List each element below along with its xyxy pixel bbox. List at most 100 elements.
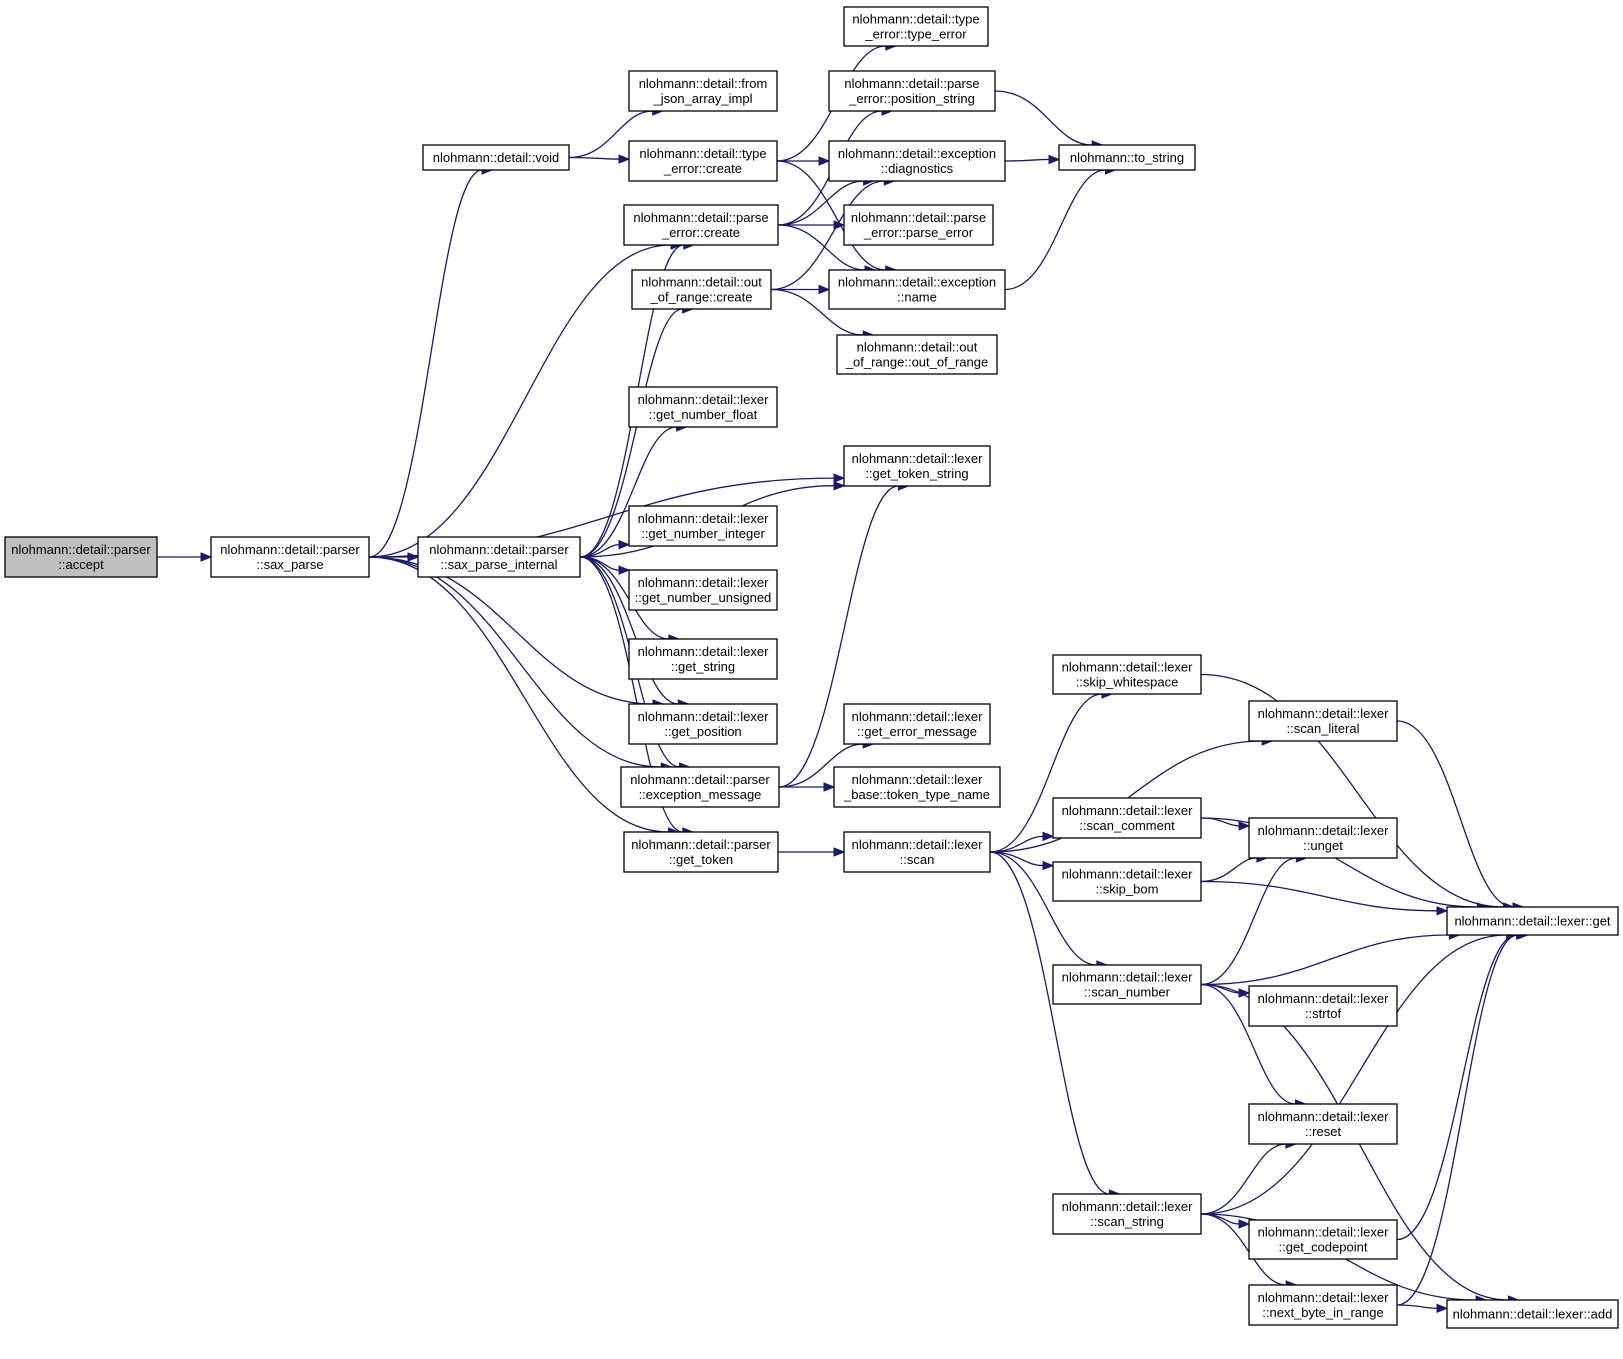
node-sax-parse[interactable]: nlohmann::detail::parser::sax_parse bbox=[210, 536, 370, 578]
node-scan[interactable]: nlohmann::detail::lexer::scan bbox=[843, 831, 991, 873]
edge-line bbox=[568, 110, 653, 159]
edge-line bbox=[1200, 934, 1450, 986]
edge-line bbox=[776, 160, 886, 271]
node-label-line: nlohmann::detail::parser bbox=[220, 542, 360, 557]
node-parse-error-parse-error[interactable]: nlohmann::detail::parse_error::parse_err… bbox=[843, 204, 994, 246]
node-get-number-integer[interactable]: nlohmann::detail::lexer::get_number_inte… bbox=[628, 505, 778, 547]
node-void[interactable]: nlohmann::detail::void bbox=[422, 144, 570, 171]
node-get-number-unsigned[interactable]: nlohmann::detail::lexer::get_number_unsi… bbox=[628, 569, 778, 611]
node-label-line: nlohmann::detail::parser bbox=[630, 772, 770, 787]
node-skip-whitespace[interactable]: nlohmann::detail::lexer::skip_whitespace bbox=[1052, 654, 1202, 695]
node-label-line: nlohmann::detail::out bbox=[641, 275, 762, 290]
call-edge-scan-to-scan_string bbox=[989, 851, 1121, 1199]
node-parse-error-position-string[interactable]: nlohmann::detail::parse_error::position_… bbox=[828, 70, 996, 112]
edge-line bbox=[1200, 983, 1296, 1105]
node-type-error-create[interactable]: nlohmann::detail::type_error::create bbox=[628, 140, 778, 182]
node-exception-message[interactable]: nlohmann::detail::parser::exception_mess… bbox=[620, 766, 780, 808]
node-accept[interactable]: nlohmann::detail::parser::accept bbox=[4, 536, 158, 578]
edge-line bbox=[1396, 934, 1518, 1306]
edge-arrowhead bbox=[823, 782, 836, 792]
node-box bbox=[833, 766, 1001, 808]
node-label-line: ::scan_string bbox=[1090, 1214, 1164, 1229]
node-next-byte-in-range[interactable]: nlohmann::detail::lexer::next_byte_in_ra… bbox=[1248, 1284, 1398, 1326]
edge-arrowhead bbox=[818, 284, 831, 295]
node-box bbox=[843, 6, 989, 47]
node-label-line: nlohmann::detail::lexer::add bbox=[1453, 1307, 1613, 1322]
node-label-line: nlohmann::detail::out bbox=[857, 340, 978, 355]
call-edge-scan_number-to-lexer_get bbox=[1200, 930, 1461, 986]
node-label-line: ::get_codepoint bbox=[1279, 1240, 1368, 1255]
node-unget[interactable]: nlohmann::detail::lexer::unget bbox=[1248, 817, 1398, 859]
node-box bbox=[843, 831, 991, 873]
node-get-token[interactable]: nlohmann::detail::parser::get_token bbox=[623, 831, 779, 873]
edge-line bbox=[1200, 857, 1257, 883]
node-label-line: ::scan bbox=[900, 852, 935, 867]
node-lexer-get[interactable]: nlohmann::detail::lexer::get bbox=[1446, 906, 1619, 936]
node-parse-error-create[interactable]: nlohmann::detail::parse_error::create bbox=[623, 204, 779, 246]
edge-line bbox=[368, 556, 654, 705]
node-strtof[interactable]: nlohmann::detail::lexer::strtof bbox=[1248, 985, 1398, 1027]
node-label-line: nlohmann::detail::lexer bbox=[1258, 823, 1389, 838]
node-get-number-float[interactable]: nlohmann::detail::lexer::get_number_floa… bbox=[628, 386, 778, 428]
node-reset[interactable]: nlohmann::detail::lexer::reset bbox=[1248, 1103, 1398, 1145]
node-scan-number[interactable]: nlohmann::detail::lexer::scan_number bbox=[1052, 964, 1202, 1005]
node-get-codepoint[interactable]: nlohmann::detail::lexer::get_codepoint bbox=[1248, 1219, 1398, 1260]
node-scan-string[interactable]: nlohmann::detail::lexer::scan_string bbox=[1052, 1193, 1202, 1235]
node-sax-parse-internal[interactable]: nlohmann::detail::parser::sax_parse_inte… bbox=[417, 536, 581, 578]
node-out-of-range-out-of-range[interactable]: nlohmann::detail::out_of_range::out_of_r… bbox=[836, 334, 998, 375]
call-edge-get_token-to-scan bbox=[778, 847, 846, 857]
node-box bbox=[1052, 861, 1202, 902]
node-get-token-string[interactable]: nlohmann::detail::lexer::get_token_strin… bbox=[843, 445, 991, 487]
node-type-error-type-error[interactable]: nlohmann::detail::type_error::type_error bbox=[843, 6, 989, 47]
node-out-of-range-create[interactable]: nlohmann::detail::out_of_range::create bbox=[631, 269, 772, 310]
node-box bbox=[628, 505, 778, 547]
edge-arrowhead bbox=[833, 480, 846, 491]
node-label-line: ::get_error_message bbox=[857, 724, 977, 739]
node-scan-literal[interactable]: nlohmann::detail::lexer::scan_literal bbox=[1248, 700, 1398, 742]
call-edge-void-to-type_error_create bbox=[568, 154, 631, 164]
node-label-line: nlohmann::detail::void bbox=[433, 150, 559, 165]
edge-line bbox=[1004, 169, 1106, 291]
node-get-error-message[interactable]: nlohmann::detail::lexer::get_error_messa… bbox=[843, 703, 991, 745]
node-from-json-array-impl[interactable]: nlohmann::detail::from_json_array_impl bbox=[628, 70, 778, 112]
edge-line bbox=[579, 308, 683, 558]
node-label-line: ::accept bbox=[58, 557, 104, 572]
node-label-line: ::sax_parse bbox=[256, 557, 323, 572]
node-label-line: ::get_token_string bbox=[865, 466, 968, 481]
node-exception-diagnostics[interactable]: nlohmann::detail::exception::diagnostics bbox=[828, 140, 1006, 182]
node-lexer-add[interactable]: nlohmann::detail::lexer::add bbox=[1446, 1299, 1619, 1329]
node-label-line: ::scan_number bbox=[1084, 985, 1171, 1000]
node-label-line: nlohmann::detail::from bbox=[639, 76, 768, 91]
node-get-position[interactable]: nlohmann::detail::lexer::get_position bbox=[628, 703, 778, 745]
node-label-line: nlohmann::detail::lexer bbox=[1258, 1290, 1389, 1305]
node-label-line: ::next_byte_in_range bbox=[1262, 1305, 1383, 1320]
node-exception-name[interactable]: nlohmann::detail::exception::name bbox=[828, 269, 1006, 310]
node-label-line: nlohmann::detail::lexer bbox=[1062, 867, 1193, 882]
node-box bbox=[828, 70, 996, 112]
edge-arrowhead bbox=[1042, 860, 1055, 871]
node-token-type-name[interactable]: nlohmann::detail::lexer_base::token_type… bbox=[833, 766, 1001, 808]
node-skip-bom[interactable]: nlohmann::detail::lexer::skip_bom bbox=[1052, 861, 1202, 902]
edge-arrowhead bbox=[833, 473, 846, 483]
node-get-string[interactable]: nlohmann::detail::lexer::get_string bbox=[628, 638, 778, 680]
edge-line bbox=[579, 556, 679, 705]
edge-line bbox=[989, 835, 1044, 853]
call-edge-scan_string-to-get_codepoint bbox=[1200, 1213, 1251, 1229]
call-edge-exception_diagnostics-to-to_string bbox=[1004, 154, 1061, 165]
node-to-string[interactable]: nlohmann::to_string bbox=[1058, 144, 1196, 171]
node-box bbox=[620, 766, 780, 808]
function-nodes: nlohmann::detail::parser::acceptnlohmann… bbox=[4, 6, 1619, 1329]
edge-arrowhead bbox=[200, 552, 213, 562]
edge-line bbox=[579, 426, 677, 558]
node-box bbox=[628, 140, 778, 182]
node-scan-comment[interactable]: nlohmann::detail::lexer::scan_comment bbox=[1052, 797, 1202, 839]
node-label-line: nlohmann::to_string bbox=[1070, 150, 1184, 165]
node-box bbox=[1248, 985, 1398, 1027]
node-label-line: _base::token_type_name bbox=[843, 787, 990, 802]
node-label-line: nlohmann::detail::exception bbox=[838, 275, 996, 290]
node-box bbox=[628, 386, 778, 428]
call-edge-sax_parse-to-void bbox=[368, 165, 494, 558]
node-label-line: ::get_token bbox=[669, 852, 733, 867]
edge-line bbox=[989, 851, 1097, 966]
